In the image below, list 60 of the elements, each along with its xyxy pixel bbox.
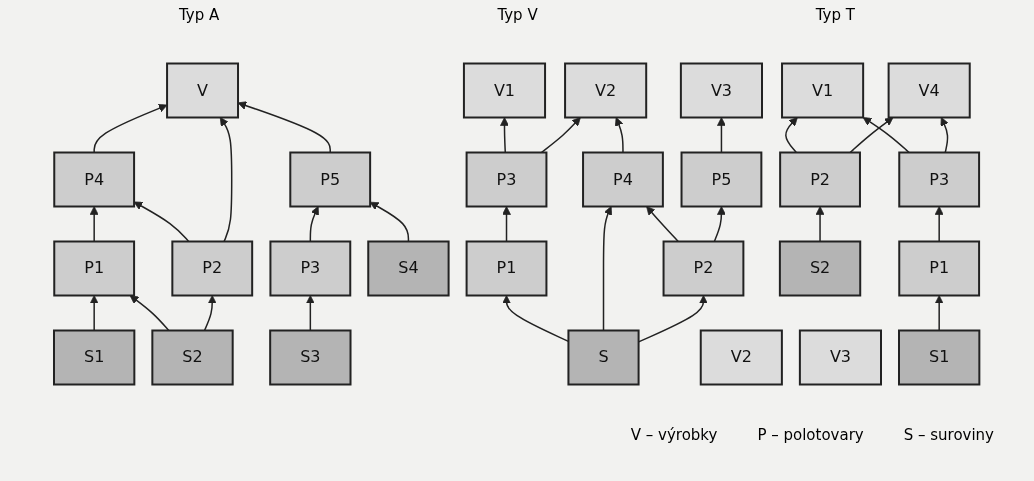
arrow xyxy=(615,117,625,154)
diagram-heading: Typ A xyxy=(179,6,220,24)
arrow xyxy=(638,295,709,343)
node-box: P1 xyxy=(898,240,981,297)
node-box: S3 xyxy=(269,329,352,386)
node-box: P5 xyxy=(680,151,763,208)
arrow xyxy=(90,295,99,332)
arrow xyxy=(717,117,727,154)
arrow xyxy=(500,117,510,154)
node-box: V1 xyxy=(781,62,865,119)
arrow xyxy=(646,206,680,243)
node-box: V3 xyxy=(799,329,883,386)
arrow xyxy=(785,117,799,154)
arrow xyxy=(306,295,316,332)
node-box: V xyxy=(166,62,240,119)
node-box: S2 xyxy=(151,329,234,386)
diagram-heading: Typ V xyxy=(497,6,538,24)
arrow xyxy=(134,201,190,243)
node-box: V4 xyxy=(887,62,972,119)
node-box: S xyxy=(567,329,640,386)
arrow xyxy=(220,117,233,243)
node-box: P3 xyxy=(465,151,548,208)
arrow xyxy=(935,206,944,243)
node-box: S1 xyxy=(898,329,981,386)
arrow xyxy=(816,206,825,243)
legend-note: P – polotovary xyxy=(757,426,864,444)
node-box: V2 xyxy=(700,329,784,386)
node-box: P5 xyxy=(289,151,372,208)
arrow xyxy=(370,201,410,243)
arrow xyxy=(541,117,582,154)
node-box: V3 xyxy=(680,62,764,119)
arrow xyxy=(130,295,170,332)
node-box: P2 xyxy=(171,240,254,297)
node-box: V1 xyxy=(463,62,547,119)
legend-note: S – suroviny xyxy=(903,426,994,444)
node-box: P2 xyxy=(662,240,745,297)
node-box: S2 xyxy=(779,240,862,297)
arrow xyxy=(713,206,727,243)
node-box: V2 xyxy=(564,62,648,119)
arrow xyxy=(90,206,99,243)
arrow xyxy=(93,104,168,154)
arrow xyxy=(849,117,894,154)
node-box: P1 xyxy=(53,240,136,297)
node-box: P3 xyxy=(269,240,352,297)
arrow xyxy=(940,117,949,154)
node-box: P3 xyxy=(898,151,981,208)
arrow xyxy=(502,206,512,243)
node-box: S1 xyxy=(53,329,136,386)
node-box: P1 xyxy=(465,240,548,297)
arrow xyxy=(309,206,320,243)
legend-note: V – výrobky xyxy=(630,426,718,444)
node-box: P4 xyxy=(582,151,665,208)
node-box: S4 xyxy=(367,240,450,297)
node-box: P4 xyxy=(53,151,136,208)
arrow xyxy=(935,295,944,332)
arrow xyxy=(603,206,613,332)
arrow xyxy=(204,295,217,332)
node-box: P2 xyxy=(779,151,862,208)
arrow xyxy=(863,117,911,154)
diagram-heading: Typ T xyxy=(815,6,855,24)
